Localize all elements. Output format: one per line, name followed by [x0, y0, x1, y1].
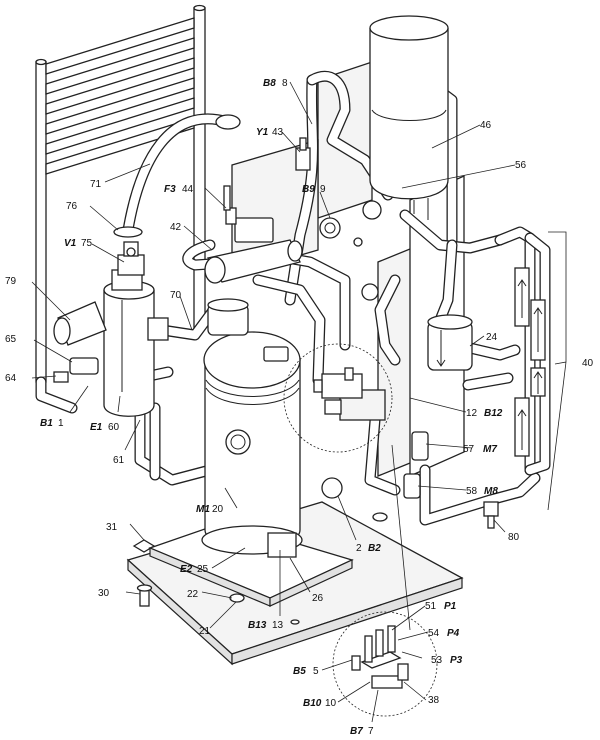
callout-code-e1: E1 [90, 422, 103, 433]
callout-number-80: 80 [508, 532, 520, 543]
callout-code-m8: M8 [484, 486, 498, 497]
detail-circle-upper [283, 343, 393, 453]
callout-number-40: 40 [582, 358, 594, 369]
motor-valve-m7 [411, 431, 429, 461]
callout-number-60: 60 [108, 422, 120, 433]
hose-clamp [113, 114, 241, 238]
solenoid-coil [223, 185, 274, 243]
high-pressure-switch [295, 137, 311, 171]
callout-code-b12: B12 [484, 408, 503, 419]
pressure-relief-valve [117, 241, 145, 276]
callout-code-b9: B9 [302, 184, 315, 195]
callout-number-76: 76 [66, 201, 78, 212]
callout-labels: B8 8 Y1 43 46 56 71 F3 44 B9 9 76 42 V1 … [5, 78, 594, 737]
four-way-valve [204, 239, 303, 284]
callout-number-75: 75 [81, 238, 93, 249]
callout-number-79: 79 [5, 276, 17, 287]
callout-number-20: 20 [212, 504, 224, 515]
callout-number-65: 65 [5, 334, 17, 345]
callout-number-54: 54 [428, 628, 440, 639]
callout-number-57: 57 [463, 444, 475, 455]
callout-number-25: 25 [197, 564, 209, 575]
callout-number-53: 53 [431, 655, 443, 666]
callout-code-y1: Y1 [256, 127, 269, 138]
callout-number-43: 43 [272, 127, 284, 138]
drain-fitting [483, 501, 499, 529]
callout-code-b5: B5 [293, 666, 306, 677]
callout-number-51: 51 [425, 601, 437, 612]
callout-number-21: 21 [199, 626, 211, 637]
callout-number-70: 70 [170, 290, 182, 301]
callout-number-61: 61 [113, 455, 125, 466]
callout-number-31: 31 [106, 522, 118, 533]
compressor [201, 331, 303, 558]
circulation-pump [53, 301, 107, 346]
callout-number-10: 10 [325, 698, 337, 709]
suction-accumulator [207, 298, 249, 336]
callout-code-p4: P4 [447, 628, 460, 639]
filter-dryer [427, 314, 473, 371]
callout-number-38: 38 [428, 695, 440, 706]
callout-code-b10: B10 [303, 698, 322, 709]
motor-valve-m8 [403, 473, 421, 499]
callout-number-12: 12 [466, 408, 478, 419]
callout-code-f3: F3 [164, 184, 176, 195]
evaporator-coil [494, 226, 551, 476]
compressor-mounting-frame [148, 521, 354, 607]
callout-number-58: 58 [466, 486, 478, 497]
callout-number-22: 22 [187, 589, 199, 600]
callout-number-9: 9 [320, 184, 326, 195]
callout-number-44: 44 [182, 184, 194, 195]
callout-number-1: 1 [58, 418, 64, 429]
mounting-feet [132, 512, 388, 625]
callout-number-42: 42 [170, 222, 182, 233]
callout-code-p3: P3 [450, 655, 463, 666]
callout-number-7: 7 [368, 726, 374, 737]
detail-circle-sensors [332, 611, 438, 717]
callout-code-m1: M1 [196, 504, 210, 515]
callout-code-b7: B7 [350, 726, 363, 737]
callout-number-5: 5 [313, 666, 319, 677]
callout-number-24: 24 [486, 332, 498, 343]
drain-valve [53, 357, 99, 383]
callout-number-64: 64 [5, 373, 17, 384]
expansion-valve [319, 217, 363, 247]
callout-number-2: 2 [356, 543, 362, 554]
callout-number-71: 71 [90, 179, 102, 190]
callout-code-b1: B1 [40, 418, 53, 429]
temperature-sensor-b2 [321, 477, 343, 499]
callout-number-46: 46 [480, 120, 492, 131]
callout-code-b2: B2 [368, 543, 381, 554]
detail-connector-line [391, 444, 411, 631]
callout-code-b8: B8 [263, 78, 276, 89]
callout-number-26: 26 [312, 593, 324, 604]
callout-code-v1: V1 [64, 238, 77, 249]
backup-heater [103, 269, 169, 417]
callout-code-p1: P1 [444, 601, 457, 612]
callout-code-b13: B13 [248, 620, 267, 631]
callout-number-56: 56 [515, 160, 527, 171]
leader-lines [31, 81, 567, 723]
service-valve [361, 200, 382, 301]
callout-code-m7: M7 [483, 444, 497, 455]
callout-number-8: 8 [282, 78, 288, 89]
receiver-tank [369, 15, 449, 220]
callout-number-13: 13 [272, 620, 284, 631]
callout-code-e2: E2 [180, 564, 193, 575]
heat-panel [35, 4, 206, 414]
callout-number-30: 30 [98, 588, 110, 599]
